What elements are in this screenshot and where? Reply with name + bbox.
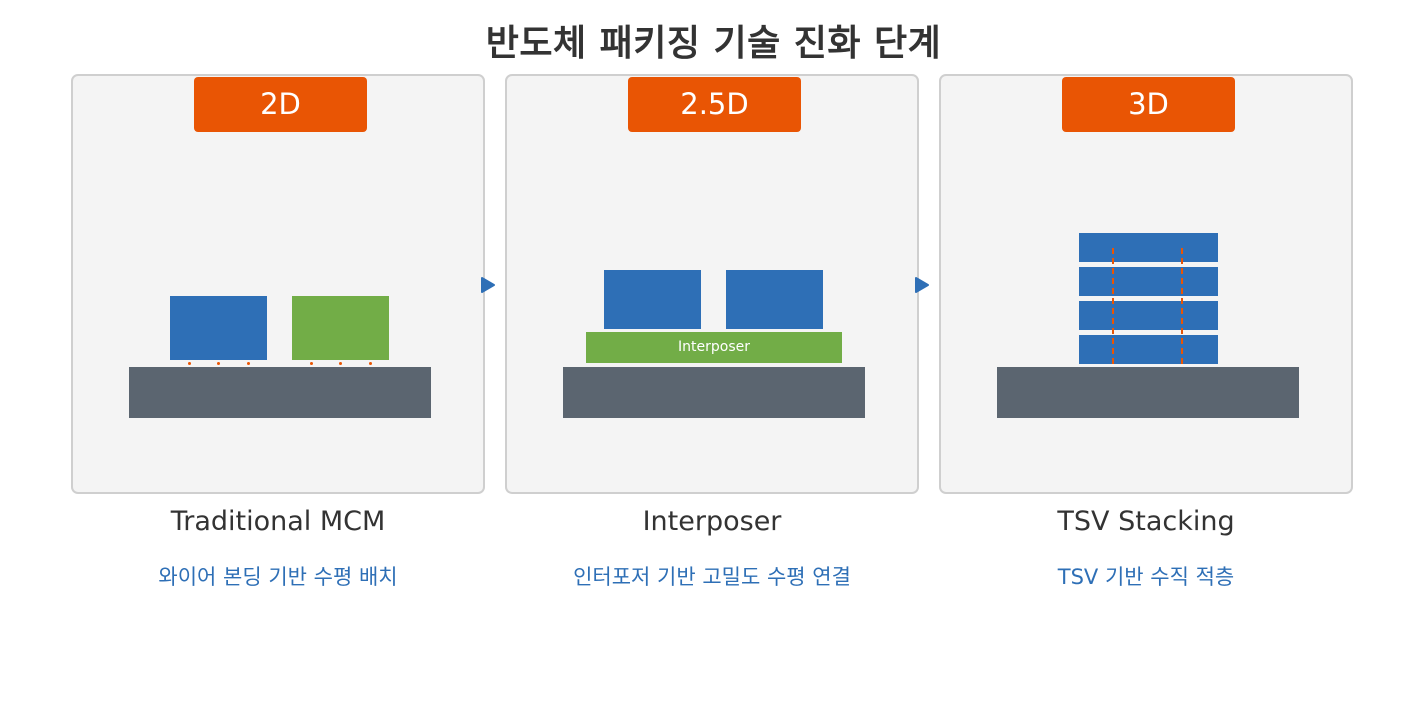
chip-left: [604, 270, 701, 329]
stage-name-2d: Traditional MCM: [170, 506, 386, 537]
stacked-die: [1079, 335, 1218, 364]
substrate: [997, 367, 1299, 418]
page-title: 반도체 패키징 기술 진화 단계: [485, 23, 942, 64]
stage-badge-3d: 3D: [1062, 77, 1235, 132]
substrate: [129, 367, 431, 418]
stacked-die: [1079, 301, 1218, 330]
bond-bump: [339, 362, 342, 365]
chip-right: [292, 296, 389, 360]
stage-description-2d: 와이어 본딩 기반 수평 배치: [158, 565, 398, 589]
stacked-die: [1079, 233, 1218, 262]
stage-badge-2-5d: 2.5D: [628, 77, 801, 132]
bond-bump: [217, 362, 220, 365]
stage-description-2-5d: 인터포저 기반 고밀도 수평 연결: [573, 565, 851, 589]
substrate: [563, 367, 865, 418]
arrow-right-icon: [915, 277, 929, 293]
stage-badge-2d: 2D: [194, 77, 367, 132]
stage-name-3d: TSV Stacking: [1057, 506, 1235, 537]
tsv-via: [1181, 248, 1183, 364]
stage-panel-2d: 2D: [71, 74, 485, 494]
tsv-via: [1112, 248, 1114, 364]
stage-panel-3d: 3D: [939, 74, 1353, 494]
interposer-layer: Interposer: [586, 332, 842, 363]
chip-left: [170, 296, 267, 360]
interposer-label: Interposer: [678, 339, 750, 355]
stacked-die: [1079, 267, 1218, 296]
stage-panel-2-5d: 2.5D Interposer: [505, 74, 919, 494]
bond-bump: [310, 362, 313, 365]
stage-name-2-5d: Interposer: [642, 506, 782, 537]
bond-bump: [247, 362, 250, 365]
stage-description-3d: TSV 기반 수직 적층: [1057, 565, 1235, 589]
bond-bump: [188, 362, 191, 365]
bond-bump: [369, 362, 372, 365]
arrow-right-icon: [481, 277, 495, 293]
chip-right: [726, 270, 823, 329]
